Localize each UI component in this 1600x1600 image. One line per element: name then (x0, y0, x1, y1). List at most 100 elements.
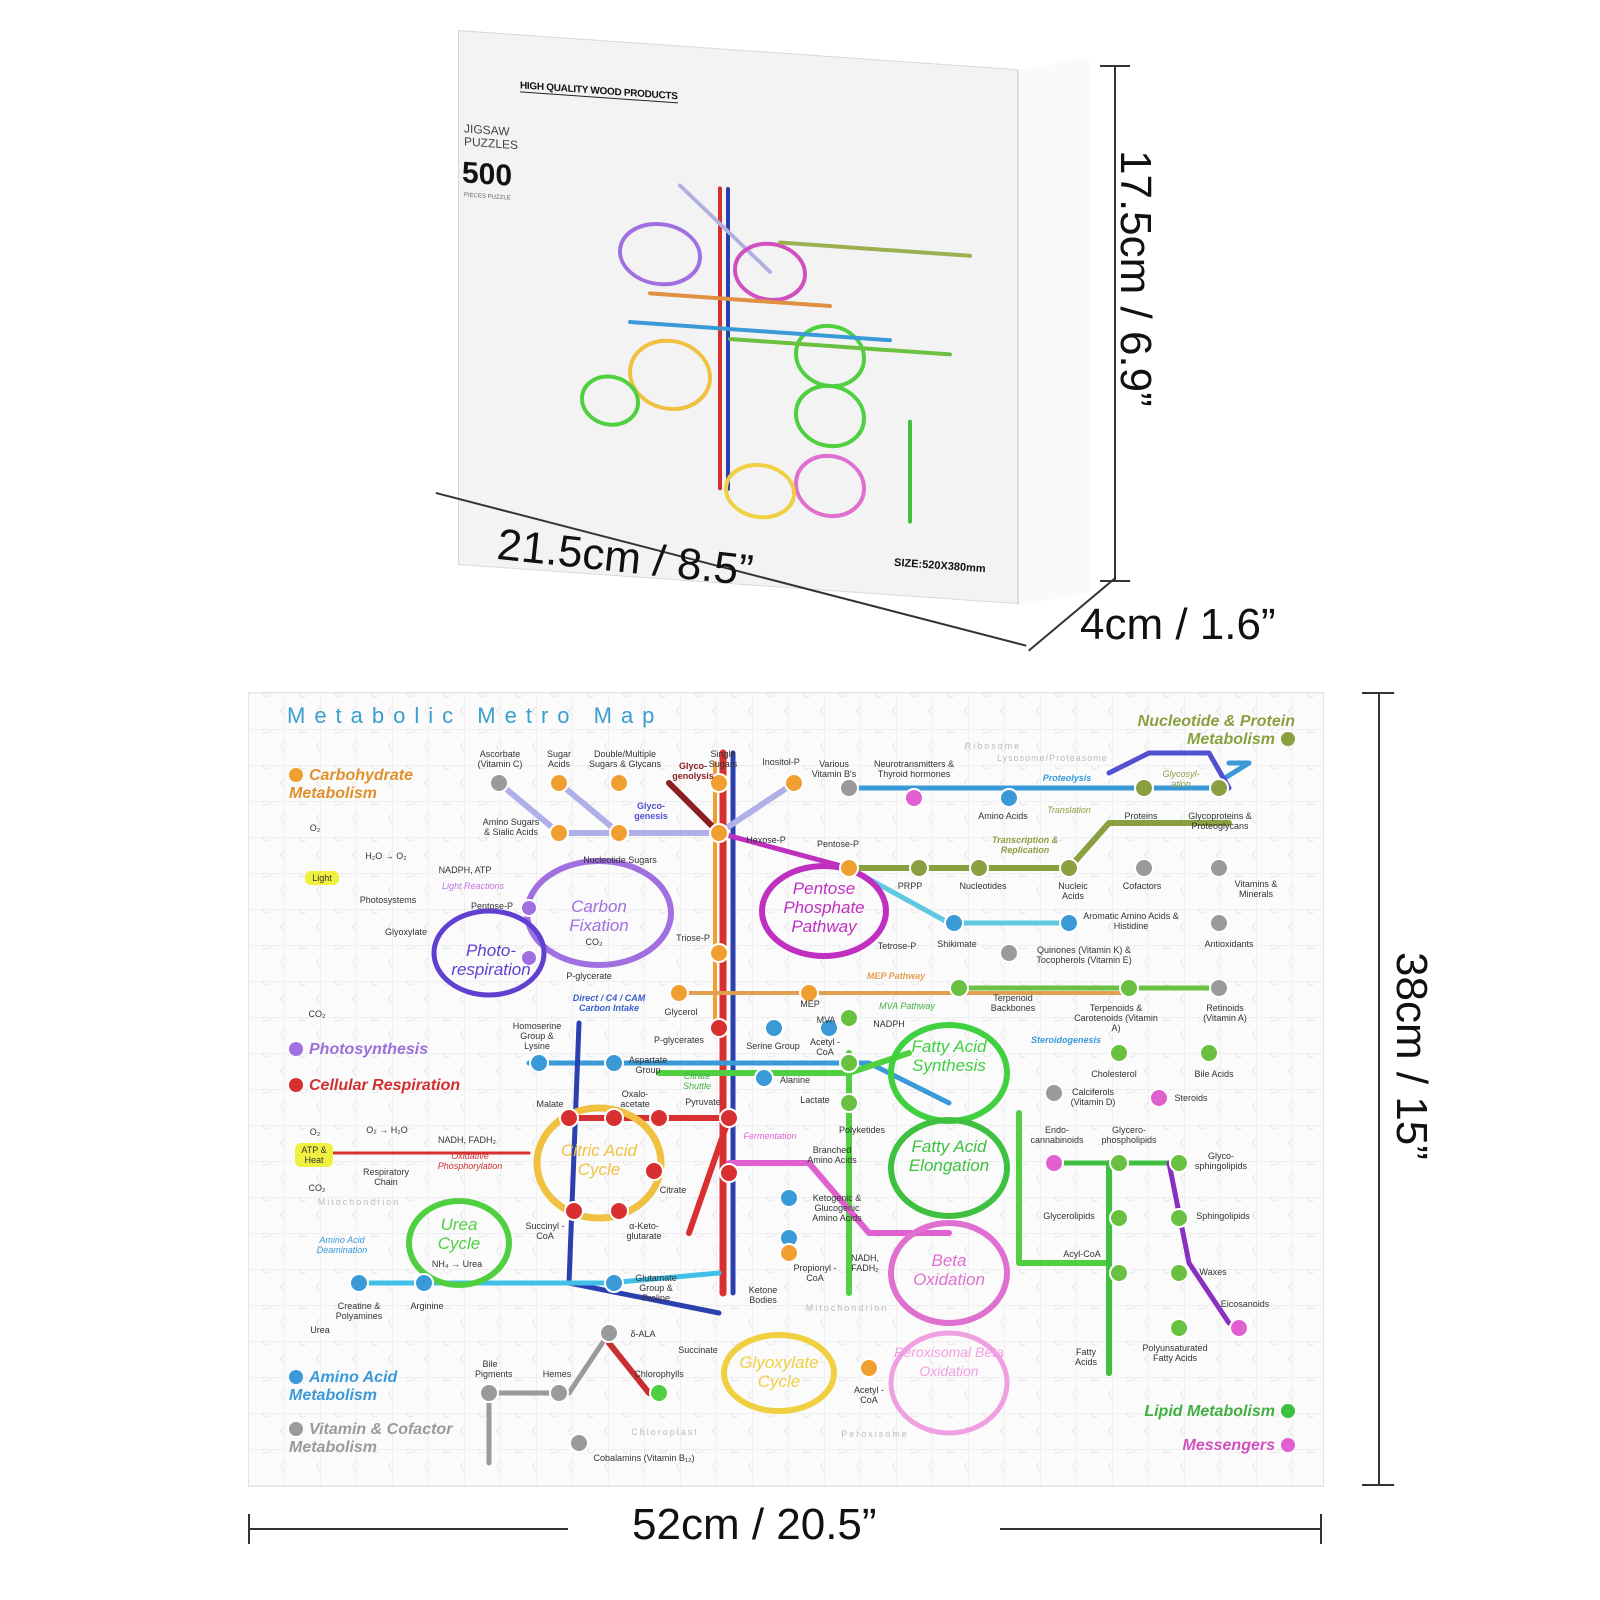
legend-amino-label: Amino Acid Metabolism (289, 1369, 398, 1404)
cycle-glyoxylate: Glyoxylate Cycle (739, 1353, 819, 1391)
box-side-face (1018, 57, 1089, 606)
label-fatty-acids: Fatty Acids (1074, 1347, 1097, 1367)
label-vitamins-minerals: Vitamins & Minerals (1234, 879, 1278, 899)
label-bile-acids: Bile Acids (1194, 1069, 1234, 1079)
legend-carbohydrate-label: Carbohydrate Metabolism (289, 767, 414, 802)
label-polyunsat: Polyunsaturated Fatty Acids (1142, 1343, 1208, 1363)
label-glycoproteins: Glycoproteins & Proteoglycans (1188, 811, 1252, 831)
label-hemes: Hemes (542, 1369, 572, 1379)
puzzle-width-line-left (248, 1528, 568, 1530)
label-amino-deamination: Amino Acid Deamination (316, 1235, 368, 1255)
label-branched: Branched Amino Acids (807, 1145, 857, 1165)
label-atp-heat: ATP & Heat (295, 1143, 333, 1167)
label-nucleotide-sugars: Nucleotide Sugars (583, 855, 657, 865)
label-arginine: Arginine (410, 1301, 444, 1311)
label-fermentation: Fermentation (743, 1131, 797, 1141)
label-glycerolipids: Glycerolipids (1043, 1211, 1095, 1221)
label-lactate: Lactate (800, 1095, 830, 1105)
label-neuro: Neurotransmitters & Thyroid hormones (873, 759, 955, 779)
legend-respiration-dot (289, 1078, 303, 1092)
label-waxes: Waxes (1199, 1267, 1227, 1277)
legend-amino-dot (289, 1370, 303, 1384)
label-propionyl: Propionyl -CoA (793, 1263, 837, 1283)
label-ascorbate: Ascorbate (Vitamin C) (477, 749, 523, 769)
label-mva: MVA (816, 1015, 836, 1025)
label-various-vit: Various Vitamin B's (811, 759, 857, 779)
label-h2o-o2: H₂O → O₂ (365, 851, 407, 861)
label-glycogenesis: Glyco-genesis (634, 801, 668, 821)
label-bile-pigments: Bile Pigments (475, 1359, 513, 1379)
label-acetyl-coa2: Acetyl -CoA (853, 1385, 884, 1405)
puzzle-width-line-right (1000, 1528, 1322, 1530)
box-height-label: 17.5cm / 6.9” (1111, 150, 1160, 407)
label-lysosome: Lysosome/Proteasome (997, 753, 1108, 763)
label-terpenoids: Terpenoids & Carotenoids (Vitamin A) (1074, 1003, 1158, 1033)
label-p-glycerates: P-glycerates (653, 1035, 705, 1045)
label-light: Light (305, 871, 339, 885)
label-light-reactions: Light Reactions (441, 881, 505, 891)
label-pyruvate: Pyruvate (685, 1097, 721, 1107)
label-malate: Malate (536, 1099, 564, 1109)
cycle-citric: Citric Acid Cycle (561, 1141, 637, 1179)
label-proteins: Proteins (1124, 811, 1158, 821)
label-succinate: Succinate (678, 1345, 718, 1355)
legend-carbohydrate-dot (289, 768, 303, 782)
label-endocannabinoids: Endo-cannabinoids (1030, 1125, 1084, 1145)
label-co2b: CO₂ (585, 937, 603, 947)
legend-nucleotide: Nucleotide & Protein Metabolism (1065, 713, 1295, 749)
label-polyketides: Polyketides (838, 1125, 886, 1135)
label-glycosphingolipids: Glyco-sphingolipids (1194, 1151, 1248, 1171)
legend-photosynthesis-label: Photosynthesis (309, 1041, 429, 1058)
cycle-fa-synthesis: Fatty Acid Synthesis (911, 1037, 987, 1075)
label-dala: δ-ALA (630, 1329, 656, 1339)
box-brand-text: HIGH QUALITY WOOD PRODUCTS (520, 80, 678, 104)
label-chloroplast: Chloroplast (631, 1427, 699, 1437)
label-eicosanoids: Eicosanoids (1220, 1299, 1270, 1309)
label-proteolysis: Proteolysis (1042, 773, 1092, 783)
label-pentose-p: Pentose-P (816, 839, 860, 849)
label-glycosylation: Glycosyl-ation (1162, 769, 1200, 789)
cycle-beta: Beta Oxidation (913, 1251, 985, 1289)
label-aketo: α-Keto-glutarate (626, 1221, 662, 1241)
legend-amino: Amino Acid Metabolism (289, 1369, 449, 1405)
label-succinyl: Succinyl -CoA (525, 1221, 565, 1241)
legend-nucleotide-label: Nucleotide & Protein Metabolism (1137, 713, 1295, 748)
box-mini-map-image (580, 183, 972, 524)
legend-vitamin: Vitamin & Cofactor Metabolism (289, 1421, 489, 1457)
label-glycerophospholipids: Glycero-phospholipids (1101, 1125, 1157, 1145)
label-transcription: Transcription & Replication (991, 835, 1059, 855)
label-shikimate: Shikimate (937, 939, 977, 949)
map-title: Metabolic Metro Map (287, 703, 664, 728)
label-retinoids: Retinoids (Vitamin A) (1203, 1003, 1247, 1023)
label-chlorophylls: Chlorophylls (634, 1369, 684, 1379)
label-acyl-coa: Acyl-CoA (1063, 1249, 1101, 1259)
label-aspartate: Aspartate Group (628, 1055, 668, 1075)
label-co2: CO₂ (308, 1009, 326, 1019)
label-sugar-acids: Sugar Acids (546, 749, 572, 769)
box-front-face: HIGH QUALITY WOOD PRODUCTS JIGSAW PUZZLE… (458, 30, 1018, 605)
puzzle-height-line (1378, 692, 1380, 1485)
puzzle-width-cap-right (1320, 1514, 1322, 1544)
label-cholesterol: Cholesterol (1091, 1069, 1137, 1079)
label-sphingolipids: Sphingolipids (1196, 1211, 1250, 1221)
label-ketogenic: Ketogenic & Glucogenic Amino Acids (812, 1193, 862, 1223)
label-steroids: Steroids (1174, 1093, 1208, 1103)
label-glyoxylate: Glyoxylate (384, 927, 428, 937)
label-oxidative: Oxidative Phosphorylation (437, 1151, 503, 1171)
puzzle-height-cap-top (1362, 692, 1394, 694)
legend-messengers-label: Messengers (1182, 1437, 1276, 1454)
metro-lines-svg (249, 693, 1323, 1486)
label-aromatic: Aromatic Amino Acids & Histidine (1083, 911, 1179, 931)
label-p-glycerate: P-glycerate (566, 971, 612, 981)
legend-photosynthesis-dot (289, 1042, 303, 1056)
cycle-perox: Peroxisomal Beta Oxidation (894, 1344, 1004, 1379)
label-amino-sugars: Amino Sugars & Sialic Acids (482, 817, 540, 837)
label-antioxidants: Antioxidants (1204, 939, 1254, 949)
label-mep: MEP Pathway (866, 971, 926, 981)
label-citrate-shuttle: Citrate Shuttle (682, 1071, 712, 1091)
label-inositol: Inositol-P (762, 757, 800, 767)
label-citrate: Citrate (659, 1185, 687, 1195)
legend-respiration-label: Cellular Respiration (309, 1077, 461, 1094)
legend-nucleotide-dot (1281, 732, 1295, 746)
legend-vitamin-dot (289, 1422, 303, 1436)
